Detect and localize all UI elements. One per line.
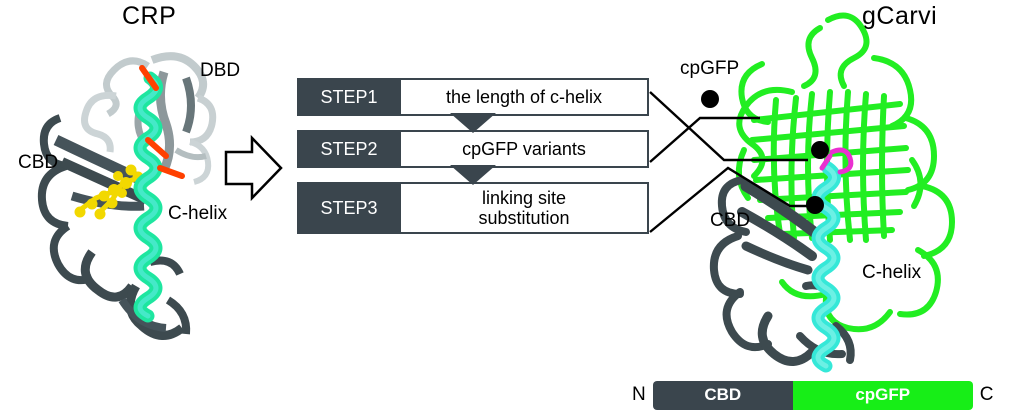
- step-1-key: STEP1: [299, 80, 399, 114]
- down-triangle-icon: [450, 113, 496, 133]
- domain-segment-cpgfp[interactable]: cpGFP: [792, 380, 973, 410]
- gcarvi-c-helix-label: C-helix: [862, 262, 922, 283]
- gcarvi-c-helix: [811, 161, 841, 373]
- step-1-value: the length of c-helix: [399, 80, 647, 114]
- crp-cbd-label: CBD: [18, 152, 59, 173]
- step-arrow-2-3: [297, 165, 649, 185]
- step-row-1[interactable]: STEP1 the length of c-helix: [297, 78, 649, 116]
- step-row-2[interactable]: STEP2 cpGFP variants: [297, 130, 649, 168]
- left-panel-title: CRP: [122, 2, 177, 30]
- domain-bar: N CBD cpGFP C: [625, 380, 1000, 410]
- camp-ligand: [74, 164, 144, 220]
- step-flow: STEP1 the length of c-helix STEP2 cpGFP …: [297, 78, 649, 234]
- gcarvi-cbd: [709, 176, 855, 366]
- step-arrow-1-2: [297, 113, 649, 133]
- right-panel-title: gCarvi: [862, 2, 938, 30]
- crp-cbd-ribbons: [37, 114, 191, 340]
- crp-c-helix: [133, 71, 163, 323]
- down-triangle-icon: [450, 165, 496, 185]
- step-2-value: cpGFP variants: [399, 132, 647, 166]
- step-2-key: STEP2: [299, 132, 399, 166]
- crp-dbd-label: DBD: [200, 60, 241, 81]
- c-terminus-label: C: [979, 384, 994, 405]
- step-3-key: STEP3: [299, 184, 399, 232]
- crp-linking-sites: [139, 65, 185, 179]
- gcarvi-cpgfp-label: cpGFP: [680, 58, 740, 79]
- n-terminus-label: N: [632, 384, 646, 405]
- crp-dbd-ribbons: [81, 52, 217, 185]
- crp-c-helix-label: C-helix: [168, 203, 228, 224]
- domain-segment-cbd[interactable]: CBD: [652, 380, 793, 410]
- chromophore: [819, 147, 854, 175]
- gcarvi-cbd-label: CBD: [710, 210, 751, 231]
